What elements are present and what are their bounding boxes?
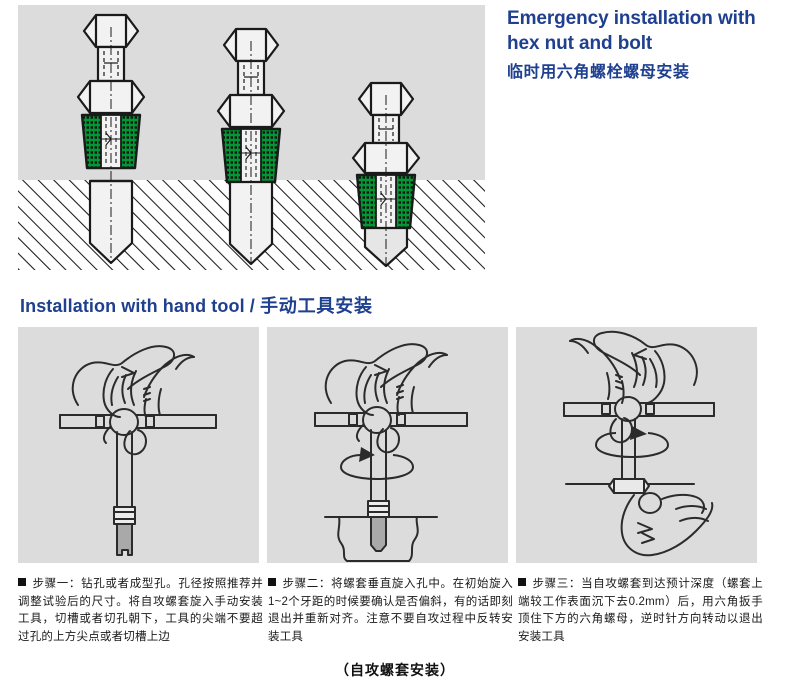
emergency-heading-en: Emergency installation with hex nut and … xyxy=(507,8,756,54)
assembly-3 xyxy=(351,81,421,268)
assembly-2 xyxy=(216,27,286,266)
step-3-text: 步骤三：当自攻螺套到达预计深度（螺套上端较工作表面沉下去0.2mm）后，用六角扳… xyxy=(518,578,763,643)
bullet-square-icon xyxy=(268,578,276,586)
assembly-1 xyxy=(76,13,146,265)
hand-tool-step-1-illustration xyxy=(18,327,259,563)
bullet-square-icon xyxy=(518,578,526,586)
handtool-heading: Installation with hand tool / 手动工具安装 xyxy=(20,292,373,318)
hand-tool-step-3-illustration xyxy=(516,327,757,563)
bottom-caption: （自攻螺套安装） xyxy=(335,662,455,678)
emergency-heading-cn: 临时用六角螺栓螺母安装 xyxy=(507,64,690,81)
bullet-square-icon xyxy=(18,578,26,586)
hand-tool-step-2-illustration xyxy=(267,327,508,563)
handtool-heading-en: Installation with hand tool / xyxy=(20,296,260,316)
hand-tool-panel-row xyxy=(18,327,773,563)
handtool-heading-cn: 手动工具安装 xyxy=(260,296,373,316)
top-illustration-hex-nut-bolt xyxy=(18,5,485,270)
step-caption-row: 步骤一：钻孔或者成型孔。孔径按照推荐并调整试验后的尺寸。将自攻螺套旋入手动安装工… xyxy=(18,576,778,656)
step-caption-3: 步骤三：当自攻螺套到达预计深度（螺套上端较工作表面沉下去0.2mm）后，用六角扳… xyxy=(518,576,763,646)
step-2-text: 步骤二：将螺套垂直旋入孔中。在初始旋入1~2个牙距的时候要确认是否偏斜，有的话即… xyxy=(268,578,513,643)
step-1-text: 步骤一：钻孔或者成型孔。孔径按照推荐并调整试验后的尺寸。将自攻螺套旋入手动安装工… xyxy=(18,578,263,643)
step-caption-1: 步骤一：钻孔或者成型孔。孔径按照推荐并调整试验后的尺寸。将自攻螺套旋入手动安装工… xyxy=(18,576,263,646)
step-caption-2: 步骤二：将螺套垂直旋入孔中。在初始旋入1~2个牙距的时候要确认是否偏斜，有的话即… xyxy=(268,576,513,646)
